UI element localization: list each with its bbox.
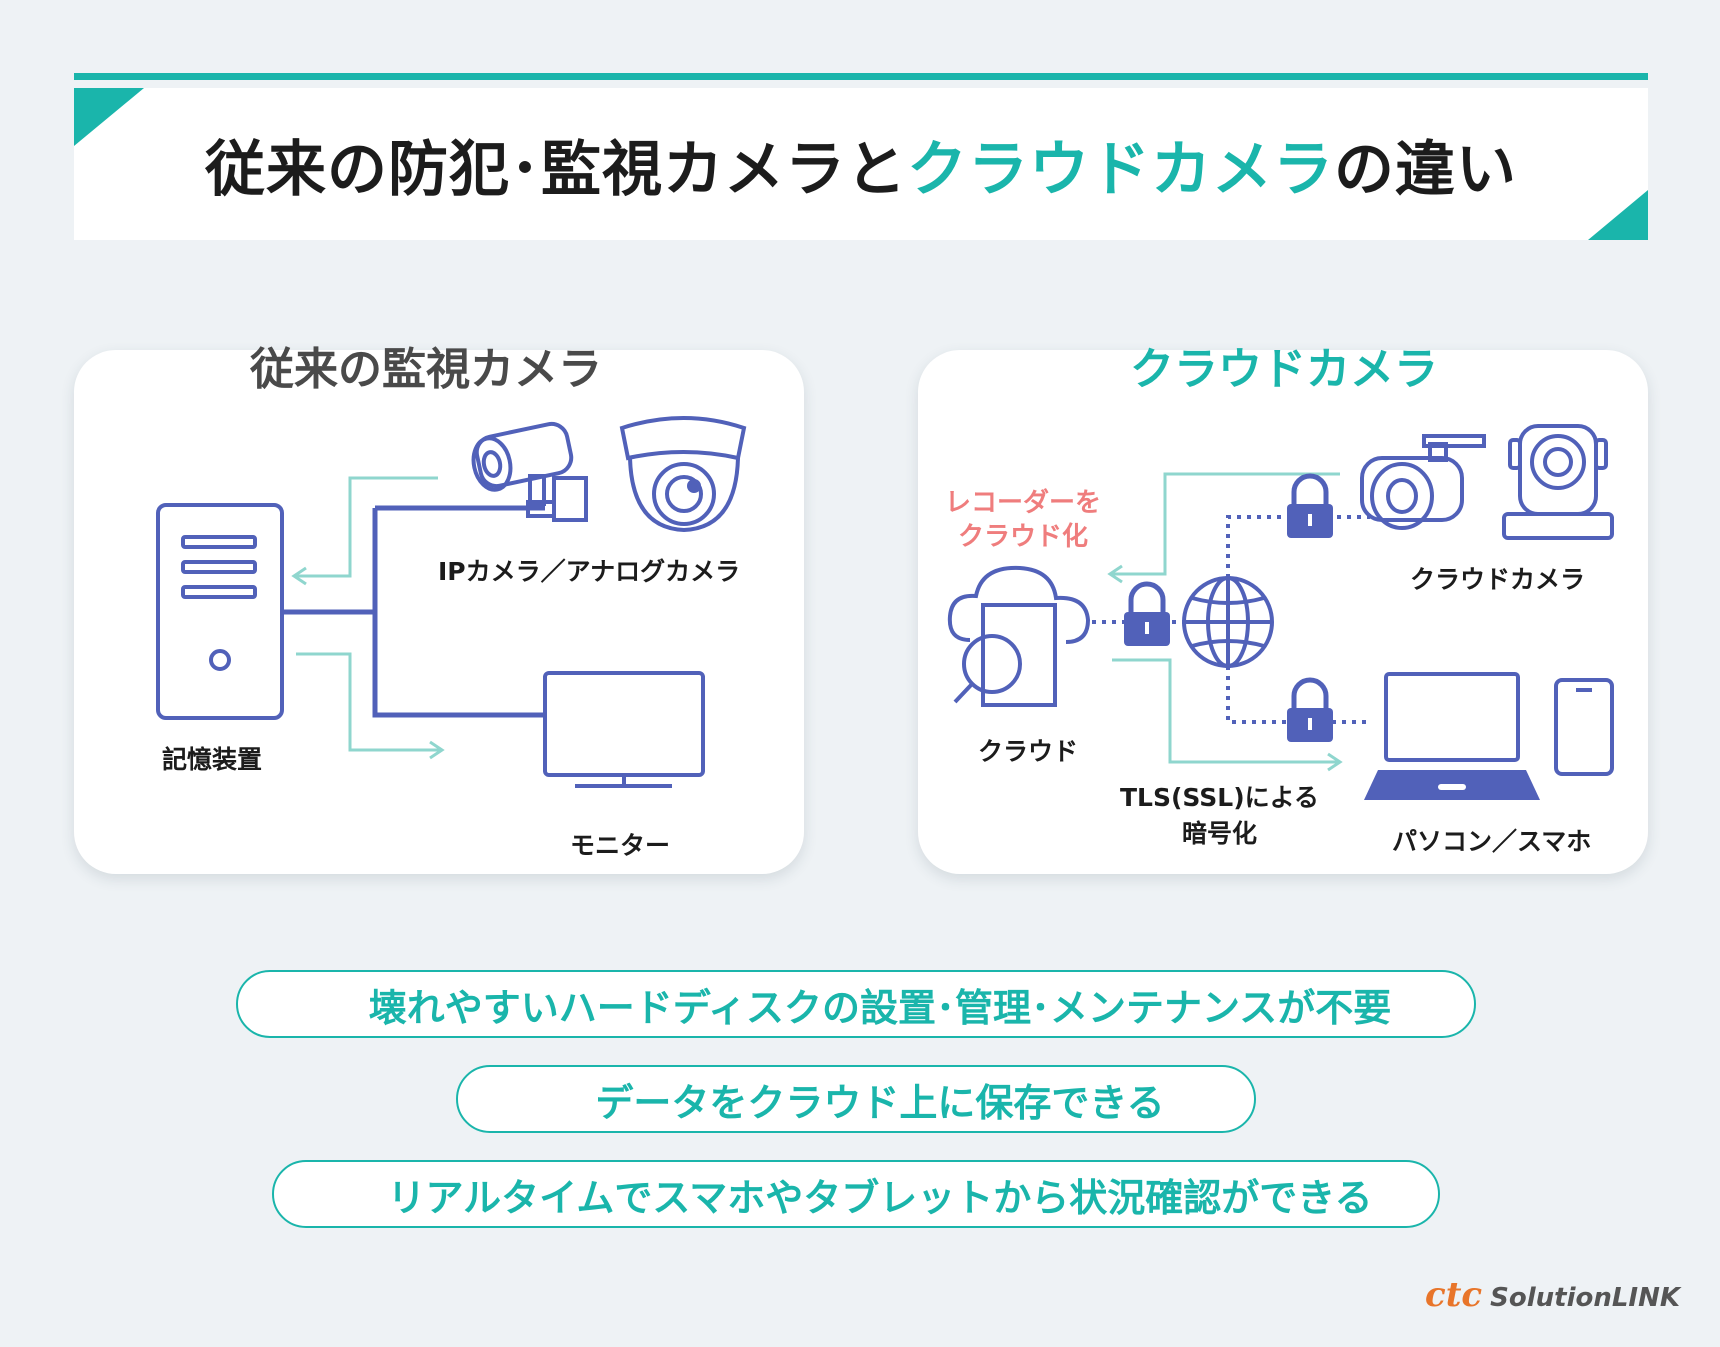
cloud-bullet-camera-icon xyxy=(1360,434,1486,530)
page-title: 従来の防犯･監視カメラとクラウドカメラの違い xyxy=(205,121,1517,208)
storage-tower-icon xyxy=(156,503,284,720)
label-recorder-line2: クラウド化 xyxy=(958,522,1089,552)
lock-icon-camera xyxy=(1287,473,1333,538)
ptz-camera-icon xyxy=(1502,424,1614,540)
feature-text-3: リアルタイムでスマホやタブレットから状況確認ができる xyxy=(387,1175,1373,1220)
corner-accent-bottom-right xyxy=(1588,190,1648,240)
smartphone-icon xyxy=(1554,678,1614,776)
label-recorder-cloud: レコーダーを クラウド化 xyxy=(945,486,1101,554)
corner-accent-top-left xyxy=(74,88,144,146)
title-accent: クラウドカメラ xyxy=(907,134,1334,205)
cloud-storage-icon xyxy=(947,565,1091,707)
label-cloud-camera: クラウドカメラ xyxy=(1410,565,1586,594)
lock-icon-cloud xyxy=(1124,581,1170,646)
label-tls-encryption: TLS(SSL)による 暗号化 xyxy=(1120,780,1319,852)
feature-realtime: リアルタイムでスマホやタブレットから状況確認ができる xyxy=(272,1160,1440,1228)
panel-title-cloud: クラウドカメラ xyxy=(1130,344,1438,395)
wire-connections xyxy=(282,505,545,718)
title-part-1: 従来の防犯･監視カメラと xyxy=(205,134,907,205)
monitor-icon xyxy=(543,671,705,788)
feature-no-hdd: 壊れやすいハードディスクの設置･管理･メンテナンスが不要 xyxy=(236,970,1476,1038)
header-band-top xyxy=(74,73,1648,80)
label-tls-line2: 暗号化 xyxy=(1181,819,1257,848)
bullet-camera-icon xyxy=(471,421,588,522)
logo-ctc: ctc xyxy=(1425,1275,1483,1315)
flow-arrow-camera-to-storage xyxy=(291,476,438,586)
feature-text-2: データをクラウド上に保存できる xyxy=(595,1080,1165,1125)
flow-arrow-storage-to-monitor xyxy=(296,652,445,760)
brand-logo: ctc SolutionLINK xyxy=(1425,1275,1680,1315)
globe-icon xyxy=(1182,576,1274,668)
label-ip-analog-camera: IPカメラ／アナログカメラ xyxy=(438,557,741,586)
flow-arrow-cameras-to-cloud xyxy=(1107,472,1340,584)
feature-text-1: 壊れやすいハードディスクの設置･管理･メンテナンスが不要 xyxy=(368,985,1392,1030)
panel-traditional xyxy=(74,350,804,874)
laptop-icon xyxy=(1384,672,1520,762)
title-part-2: の違い xyxy=(1334,134,1517,205)
label-tls-line1: TLS(SSL)による xyxy=(1120,783,1319,812)
flow-arrow-cloud-to-devices xyxy=(1112,658,1343,772)
feature-cloud-storage: データをクラウド上に保存できる xyxy=(456,1065,1256,1133)
dome-camera-icon xyxy=(619,416,747,533)
label-recorder-line1: レコーダーを xyxy=(945,488,1102,518)
label-pc-smartphone: パソコン／スマホ xyxy=(1392,827,1592,856)
label-cloud: クラウド xyxy=(978,737,1079,766)
label-storage: 記憶装置 xyxy=(162,745,263,774)
logo-solutionlink: SolutionLINK xyxy=(1490,1283,1680,1313)
lock-icon-devices xyxy=(1287,677,1333,742)
panel-title-traditional: 従来の監視カメラ xyxy=(250,344,602,395)
label-monitor: モニター xyxy=(570,831,671,860)
laptop-base-icon xyxy=(1364,770,1540,800)
header-title-box: 従来の防犯･監視カメラとクラウドカメラの違い xyxy=(74,88,1648,240)
